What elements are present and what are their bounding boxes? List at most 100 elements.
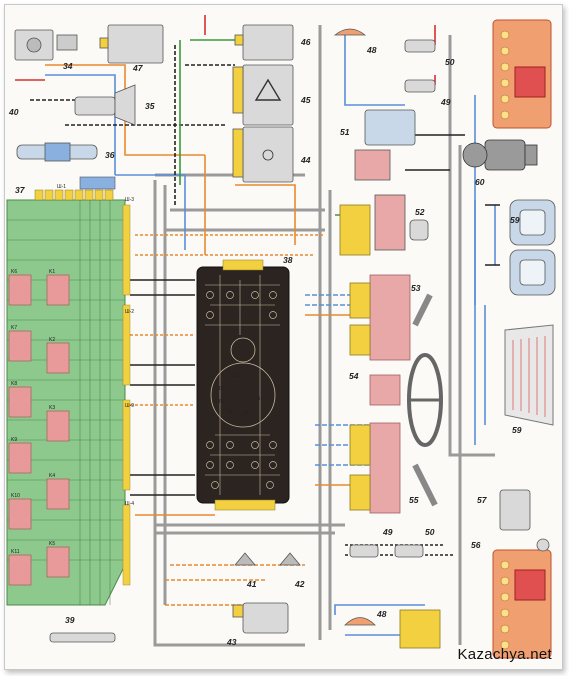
- label-41: 41: [246, 579, 257, 589]
- connector-label: Ш-3: [125, 197, 134, 203]
- label-44: 44: [300, 155, 311, 165]
- lamp-icon: [500, 592, 510, 602]
- label-35: 35: [145, 101, 155, 111]
- label-50-top: 50: [445, 57, 455, 67]
- label-38: 38: [283, 255, 293, 265]
- component-labels: 34 35 36 37 38 39 40 41 42 43 44 45 46 4…: [8, 37, 522, 647]
- label-47: 47: [132, 63, 144, 73]
- relay-body: [8, 554, 32, 586]
- relay-body: [46, 478, 70, 510]
- label-45: 45: [300, 95, 311, 105]
- right-taillight-bottom: [492, 549, 552, 659]
- indicator-lamp-icon: [226, 291, 234, 299]
- relay-body: [8, 386, 32, 418]
- label-36: 36: [105, 150, 115, 160]
- gauge-label: 100: [231, 373, 240, 379]
- indicator-lamp-icon: [226, 461, 234, 469]
- connector-labels: Ш-1 Ш-3 Ш-2 Ш-9 Ш-4: [57, 184, 134, 507]
- relay-body: [46, 342, 70, 374]
- label-57: 57: [477, 495, 488, 505]
- relay-body: [46, 410, 70, 442]
- lamp-icon: [500, 608, 510, 618]
- lamp-icon: [500, 30, 510, 40]
- label-60: 60: [475, 177, 485, 187]
- instrument-cluster: 100 80 60 40 20 B: [196, 259, 290, 511]
- indicator-lamp-icon: [269, 311, 277, 319]
- connector-label: Ш-4: [125, 501, 134, 507]
- label-34: 34: [63, 61, 73, 71]
- steering-wheel: [407, 293, 443, 507]
- relay-label: K8: [11, 381, 17, 387]
- relay-body: [8, 498, 32, 530]
- connector-label: Ш-9: [125, 403, 134, 409]
- label-40: 40: [8, 107, 19, 117]
- indicator-lamp-icon: [206, 291, 214, 299]
- right-taillight-top: [492, 19, 552, 129]
- indicator-lamp-icon: [251, 291, 259, 299]
- gauge-label: 40: [227, 409, 233, 415]
- connector-label: Ш-2: [125, 309, 134, 315]
- watermark: Kazachya.net: [457, 646, 552, 663]
- rear-window-heater: [504, 324, 554, 426]
- relay-label: K4: [49, 473, 55, 479]
- label-52: 52: [415, 207, 425, 217]
- indicator-lamp-icon: [269, 461, 277, 469]
- lamp-icon: [500, 624, 510, 634]
- label-43: 43: [226, 637, 237, 647]
- indicator-lamp-icon: [266, 481, 274, 489]
- lamp-icon: [500, 94, 510, 104]
- lamp-icon: [500, 46, 510, 56]
- relay-body: [46, 546, 70, 578]
- label-55: 55: [409, 495, 419, 505]
- indicator-lamp-icon: [206, 311, 214, 319]
- lamp-icon: [500, 560, 510, 570]
- label-54: 54: [349, 371, 359, 381]
- indicator-lamp-icon: [211, 481, 219, 489]
- headlamps: [509, 199, 556, 296]
- label-49-top: 49: [440, 97, 451, 107]
- indicator-lamp-icon: [226, 441, 234, 449]
- label-59-bottom: 59: [512, 425, 522, 435]
- relay-label: K11: [11, 549, 20, 555]
- label-50-bottom: 50: [425, 527, 435, 537]
- label-42: 42: [294, 579, 305, 589]
- label-39: 39: [65, 615, 75, 625]
- label-56: 56: [471, 540, 481, 550]
- indicator-lamp-icon: [251, 441, 259, 449]
- indicator-lamp-icon: [269, 441, 277, 449]
- relay-fuse-block: [6, 189, 131, 606]
- indicator-lamp-icon: [206, 441, 214, 449]
- wiper-motor: [462, 139, 538, 171]
- label-53: 53: [411, 283, 421, 293]
- column-switches: [339, 204, 411, 514]
- lamp-icon: [500, 110, 510, 120]
- label-46: 46: [300, 37, 311, 47]
- top-components: [14, 24, 436, 251]
- relay-label: K5: [49, 541, 55, 547]
- lamp-icon: [500, 62, 510, 72]
- indicator-lamp-icon: [251, 461, 259, 469]
- connector-block-37: [79, 176, 116, 190]
- connector-label: Ш-1: [57, 184, 66, 190]
- label-59-top: 59: [510, 215, 520, 225]
- label-48-top: 48: [366, 45, 377, 55]
- relay-label: K3: [49, 405, 55, 411]
- indicator-lamp-icon: [269, 291, 277, 299]
- lamp-icon: [500, 640, 510, 650]
- relay-label: K7: [11, 325, 17, 331]
- relay-body: [46, 274, 70, 306]
- relay-label: K10: [11, 493, 20, 499]
- relay-label: K2: [49, 337, 55, 343]
- relay-label: K6: [11, 269, 17, 275]
- indicator-lamp-icon: [206, 461, 214, 469]
- lamp-icon: [500, 576, 510, 586]
- relay-label: K9: [11, 437, 17, 443]
- gauge-label: 60: [219, 399, 225, 405]
- gauge-label: 20: [243, 411, 249, 417]
- gauge-label: B: [257, 396, 261, 402]
- relay-body: [8, 330, 32, 362]
- relay-body: [8, 274, 32, 306]
- gauge-label: 80: [219, 386, 225, 392]
